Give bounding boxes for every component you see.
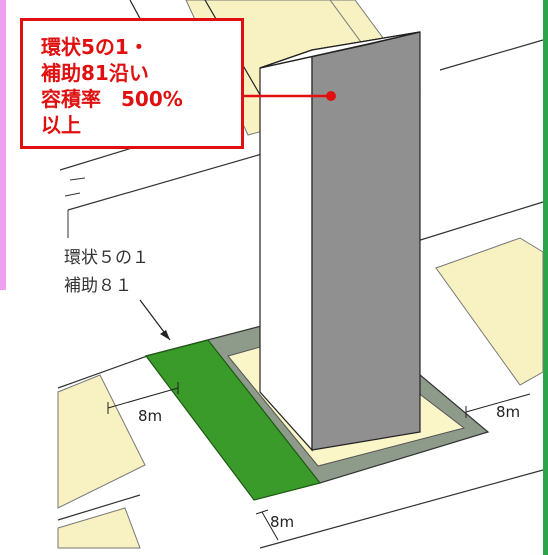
road-label-arrowhead (160, 330, 170, 340)
road-label-line-2: 補助８１ (64, 276, 132, 296)
dimension-label-bottom: 8m (270, 513, 295, 531)
right-color-band (543, 0, 548, 555)
street-mark (64, 192, 81, 197)
callout-box: 環状5の1・ 補助81沿い 容積率 500% 以上 (20, 18, 244, 149)
callout-line-2: 補助81沿い (41, 61, 149, 85)
tower-roof-outline (259, 31, 421, 69)
dimension-line-right (465, 393, 531, 413)
callout-leader-dot (326, 91, 336, 101)
road-frontage-strip (144, 339, 322, 501)
street-line (413, 201, 544, 243)
dimension-tick (255, 509, 269, 515)
tower-front-face (259, 49, 313, 452)
dimension-line-left (107, 387, 179, 409)
callout-line-4: 以上 (41, 113, 81, 137)
neighbor-lot-right (435, 237, 544, 386)
street-mark (69, 177, 86, 181)
street-line (439, 39, 544, 71)
dimension-line-bottom (261, 511, 279, 541)
dimension-label-right: 8m (496, 403, 521, 421)
street-line (259, 469, 544, 549)
dimension-label-left: 8m (138, 407, 163, 425)
left-color-band (0, 0, 6, 290)
callout-line-3: 容積率 500% (41, 87, 183, 111)
street-line (67, 153, 263, 211)
callout-line-1: 環状5の1・ (41, 35, 149, 59)
neighbor-lot-bottom (57, 507, 141, 549)
road-label-line-1: 環状５の１ (64, 248, 149, 268)
street-line (57, 494, 141, 521)
neighbor-lot-left (57, 374, 146, 509)
street-line (57, 354, 151, 389)
